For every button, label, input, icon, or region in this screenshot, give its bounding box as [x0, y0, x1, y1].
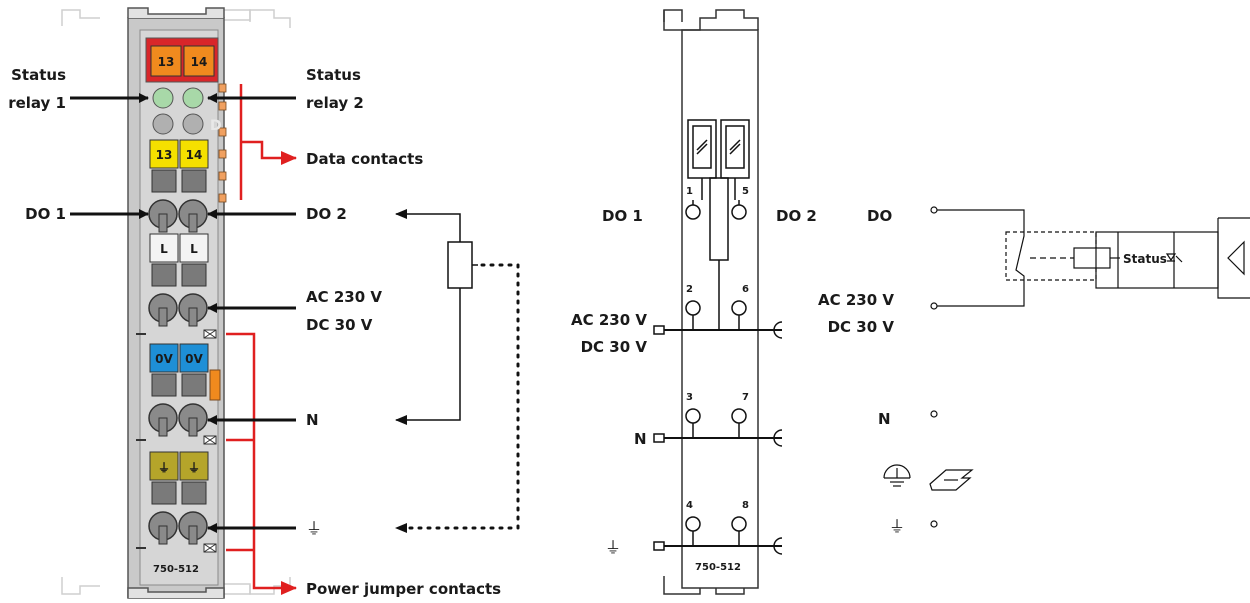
circuit-do-label: DO [867, 207, 892, 225]
clamp-pair-do [148, 199, 208, 233]
svg-text:13: 13 [158, 55, 175, 69]
circuit-supply-line1: AC 230 V [818, 291, 894, 309]
schematic-terminal-6: 6 [742, 284, 749, 295]
relay-contacts [687, 119, 750, 330]
circuit-supply-line2: DC 30 V [828, 318, 895, 336]
neutral-label: N [306, 411, 319, 429]
power-jumper-label: Power jumper contacts [306, 580, 501, 598]
schematic-terminal-2: 2 [686, 284, 693, 295]
supply-label-line1: AC 230 V [306, 288, 382, 306]
circuit-terminal-do [930, 206, 938, 214]
svg-text:L: L [160, 242, 168, 256]
top-terminal-14: 14 [183, 45, 215, 77]
schematic-terminal-4: 4 [686, 500, 693, 511]
status-relay-2-label-line2: relay 2 [306, 94, 364, 112]
power-jumper-indicator [226, 332, 297, 595]
schematic-supply-line2: DC 30 V [581, 338, 648, 356]
svg-text:L: L [190, 242, 198, 256]
status-relay-1-label-line1: Status [11, 66, 66, 84]
housing-dashes [136, 333, 146, 549]
data-contacts-label: Data contacts [306, 150, 423, 168]
pointer-arrows [70, 93, 296, 533]
circuit-terminal-supply [930, 302, 938, 310]
svg-text:14: 14 [186, 148, 203, 162]
schematic-terminal-1: 1 [686, 186, 693, 197]
unused-led-2 [182, 113, 204, 135]
top-terminal-13: 13 [150, 45, 182, 77]
supply-label-line2: DC 30 V [306, 316, 373, 334]
schematic-do2-label: DO 2 [776, 207, 817, 225]
circuit-neutral-label: N [878, 410, 891, 428]
svg-text:13: 13 [156, 148, 173, 162]
schematic-model-label: 750-512 [695, 562, 741, 573]
status-relay-1-label-line2: relay 1 [8, 94, 66, 112]
svg-text:⏚: ⏚ [158, 461, 170, 475]
schematic-terminal-3: 3 [686, 392, 693, 403]
svg-text:0V: 0V [155, 352, 173, 366]
svg-text:14: 14 [191, 55, 208, 69]
module-model-label: 750-512 [153, 564, 199, 575]
jumper-marks [203, 329, 217, 553]
terminal-row-neutral: 0V 0V [149, 343, 221, 401]
clamp-pair-neutral [148, 403, 208, 437]
schematic-clamps [685, 200, 747, 546]
clamp-pair-ground [148, 511, 208, 545]
schematic-terminal-7: 7 [742, 392, 749, 403]
status-led-2 [182, 87, 204, 109]
pe-rail-symbol [883, 464, 974, 491]
status-label: Status [1123, 252, 1167, 266]
terminal-row-do: 13 14 [149, 139, 209, 193]
schematic-terminal-8: 8 [742, 500, 749, 511]
schematic: 1 5 2 6 3 7 4 8 [653, 9, 783, 595]
load-wiring [394, 209, 520, 533]
clamp-pair-supply [148, 293, 208, 327]
schematic-neutral-label: N [634, 430, 647, 448]
svg-text:⏚: ⏚ [188, 461, 200, 475]
do1-label: DO 1 [25, 205, 66, 223]
circuit-diagram: DO AC 230 V DC 30 V N ⏚ Status [818, 206, 1250, 536]
circuit-terminal-neutral [930, 410, 938, 418]
schematic-ground-label: ⏚ [605, 538, 621, 557]
data-contacts-indicator [239, 84, 297, 200]
terminal-row-ground: ⏚ ⏚ [149, 451, 209, 505]
schematic-supply-line1: AC 230 V [571, 311, 647, 329]
schematic-bus-lines [653, 321, 783, 555]
ground-label: ⏚ [306, 519, 322, 538]
circuit-terminal-ground [930, 520, 938, 528]
svg-text:0V: 0V [185, 352, 203, 366]
terminal-row-supply: L L [149, 233, 209, 287]
status-relay-2-label-line1: Status [306, 66, 361, 84]
circuit-ground-label: ⏚ [889, 517, 905, 536]
led-letter: D [210, 118, 222, 134]
do2-label: DO 2 [306, 205, 347, 223]
schematic-terminal-5: 5 [742, 186, 749, 197]
unused-led-1 [152, 113, 174, 135]
status-led-1 [152, 87, 174, 109]
load-resistor [447, 241, 473, 289]
module-illustration: 13 14 D 13 14 [61, 7, 291, 599]
schematic-do1-label: DO 1 [602, 207, 643, 225]
data-contact-pins [218, 83, 227, 203]
schematic-housing [681, 29, 759, 589]
